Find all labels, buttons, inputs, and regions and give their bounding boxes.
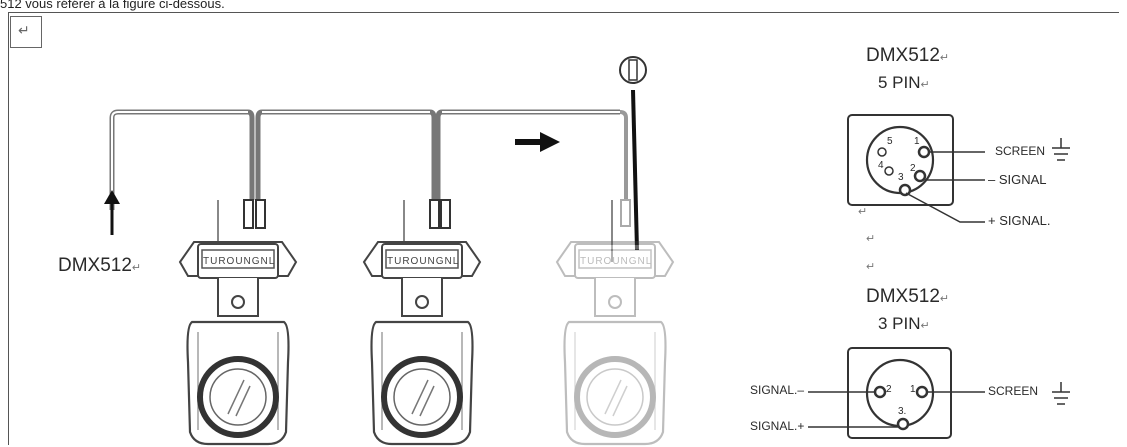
three-pin-subtitle: 3 PIN↵ [878, 314, 930, 333]
three-pin-title: DMX512↵ [866, 286, 950, 307]
three-pin-screen-label: SCREEN [988, 384, 1039, 398]
five-pin-number-5: 5 [887, 136, 893, 147]
five-pin-minus-signal-label: – SIGNAL [988, 172, 1047, 187]
fixture-1 [180, 242, 296, 444]
fixture-2-display: TUROUNGNL [387, 256, 460, 267]
return-mark: ↵ [18, 22, 30, 38]
five-pin-number-2: 2 [910, 163, 916, 174]
five-pin-plus-signal-label: + SIGNAL. [988, 213, 1051, 228]
input-arrow-icon [104, 190, 120, 204]
five-pin-screen-label: SCREEN [995, 144, 1046, 158]
return-mark: ↵ [131, 262, 142, 274]
figure-frame [8, 12, 1119, 445]
five-pin-number-3: 3 [898, 172, 904, 183]
fixture-2 [364, 242, 480, 444]
three-pin-ground-icon [1052, 382, 1070, 405]
three-pin-number-3: 3. [898, 406, 907, 417]
page-text-fragment: 512 vous référer à la figure ci-dessous. [0, 0, 225, 11]
three-pin-minus-signal-label: SIGNAL.– [750, 383, 805, 397]
return-mark: ↵ [920, 320, 930, 332]
three-pin-number-1: 1 [910, 384, 916, 395]
fixture-1-display: TUROUNGNL [203, 256, 276, 267]
return-mark: ↵ [866, 233, 876, 245]
five-pin-number-1: 1 [914, 136, 920, 147]
five-pin-title: DMX512↵ [866, 45, 950, 66]
return-mark: ↵ [858, 206, 868, 218]
return-mark: ↵ [939, 52, 950, 64]
five-pin-subtitle: 5 PIN↵ [878, 73, 930, 92]
return-mark-box: ↵ [10, 16, 42, 48]
signal-direction-arrow-icon [540, 132, 560, 152]
return-mark: ↵ [939, 293, 950, 305]
three-pin-plus-signal-label: SIGNAL.+ [750, 419, 805, 433]
five-pin-number-4: 4 [878, 160, 884, 171]
fixture-3 [557, 242, 673, 444]
five-pin-ground-icon [1052, 138, 1070, 161]
return-mark: ↵ [866, 261, 876, 273]
fixture-3-display: TUROUNGNL [580, 256, 653, 267]
dmx-input-label: DMX512↵ [58, 255, 142, 276]
three-pin-number-2: 2 [886, 384, 892, 395]
return-mark: ↵ [920, 79, 930, 91]
